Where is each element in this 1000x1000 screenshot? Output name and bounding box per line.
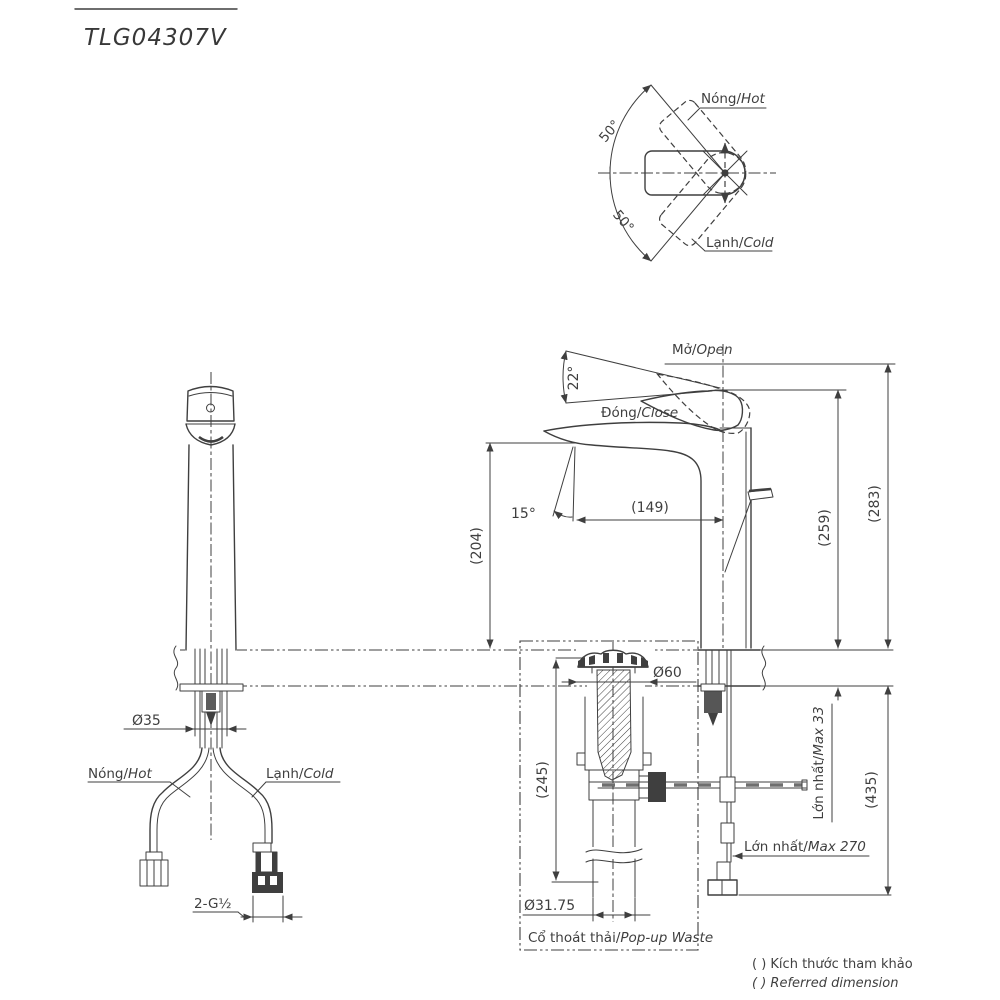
side-view xyxy=(173,344,894,922)
dim-shank-diameter: Ø35 xyxy=(123,713,247,733)
pipe-break-lower xyxy=(585,858,643,864)
dim-283-label: (283) xyxy=(867,485,883,523)
dim-259-label: (259) xyxy=(817,509,833,547)
lift-rod-lower xyxy=(707,649,738,896)
legend-vietnamese: ( ) Kích thước tham khảo xyxy=(752,957,913,972)
dim-thread: 2-G½ xyxy=(192,895,303,923)
counter-lines xyxy=(180,640,699,951)
popup-waste-label: Cổ thoát thải/Pop-up Waste xyxy=(528,929,713,946)
pivot-dot xyxy=(721,169,729,177)
cold-hose-collar xyxy=(252,842,272,853)
rod-ball-nut xyxy=(648,772,666,802)
cold-hose-nut xyxy=(252,872,283,893)
cold-label-top-view: Lạnh/Cold xyxy=(706,235,774,251)
cold-label-front: Lạnh/Cold xyxy=(266,766,334,782)
thread-label: 2-G½ xyxy=(194,896,232,912)
annotations: 22° Mở/Open Đóng/Close 15° (149) (204) (… xyxy=(469,342,896,946)
handle-open-position xyxy=(656,373,751,434)
counter-break-right xyxy=(761,645,767,691)
spout-angle-arc xyxy=(553,510,573,520)
hot-hose-outer xyxy=(149,747,203,853)
dia-tailpipe-label: Ø31.75 xyxy=(524,898,575,914)
cold-label-leader xyxy=(691,238,706,252)
handle-closed xyxy=(640,389,744,432)
stud-tip xyxy=(206,712,216,726)
masks xyxy=(185,444,652,900)
front-handle-cap xyxy=(186,385,235,422)
lift-rod-knob xyxy=(724,487,774,573)
handle-angle-label: 22° xyxy=(566,366,582,391)
angle-lower-label: 50° xyxy=(609,207,637,236)
angle-leg-upper xyxy=(650,84,726,174)
supply-hoses xyxy=(139,747,283,893)
front-view: Ø35 Nóng/Hot Lạnh/Cold 2-G½ xyxy=(87,372,341,923)
front-handle-base xyxy=(185,423,236,446)
hot-hose-collar xyxy=(145,851,163,861)
side-mounting-hardware xyxy=(700,649,726,726)
dia-shank-label: Ø35 xyxy=(132,713,161,729)
angle-upper-label: 50° xyxy=(596,117,624,146)
pipe-break-upper xyxy=(585,848,643,854)
dim-245-label: (245) xyxy=(535,761,551,799)
hot-label-leader xyxy=(687,107,701,121)
handle-cap-dot xyxy=(206,403,215,413)
handle-angle-arc xyxy=(560,350,568,404)
header: TLG04307V xyxy=(74,8,238,51)
hot-label-top-view: Nóng/Hot xyxy=(701,91,765,107)
open-label: Mở/Open xyxy=(672,342,733,358)
max-rod-label: Lớn nhất/Max 270 xyxy=(744,839,866,855)
front-body-left xyxy=(185,444,190,651)
dim-149-label: (149) xyxy=(631,500,669,516)
max-deck-label: Lớn nhất/Max 33 xyxy=(811,706,827,819)
drain-coupling xyxy=(588,769,640,801)
spout-angle-label: 15° xyxy=(511,506,536,522)
legend: ( ) Kích thước tham khảo ( ) Referred di… xyxy=(752,957,913,991)
handle-cold-position xyxy=(659,151,747,247)
dim-435-label: (435) xyxy=(864,771,880,809)
cold-hose-outer xyxy=(219,747,273,844)
drain-plug-hatched xyxy=(596,669,632,781)
drain-flange xyxy=(577,649,649,668)
front-body-right xyxy=(232,444,237,651)
dia-flange-label: Ø60 xyxy=(653,665,682,681)
popup-waste-boundary-box xyxy=(519,640,699,951)
page-title: TLG04307V xyxy=(84,25,228,51)
counter-break-left xyxy=(173,645,179,691)
legend-english: ( ) Referred dimension xyxy=(752,976,898,991)
spout-and-body xyxy=(543,421,752,649)
popup-waste-detail xyxy=(576,642,666,922)
close-label: Đóng/Close xyxy=(601,405,678,421)
front-mounting-shank xyxy=(179,648,244,749)
hot-label-front: Nóng/Hot xyxy=(88,766,152,782)
top-view-handle-rotation: 50° 50° Nóng/Hot Lạnh/Cold xyxy=(596,84,776,262)
handle-base-shadow xyxy=(198,435,224,443)
dim-204-label: (204) xyxy=(469,527,485,565)
angle-leg-lower xyxy=(650,172,726,262)
